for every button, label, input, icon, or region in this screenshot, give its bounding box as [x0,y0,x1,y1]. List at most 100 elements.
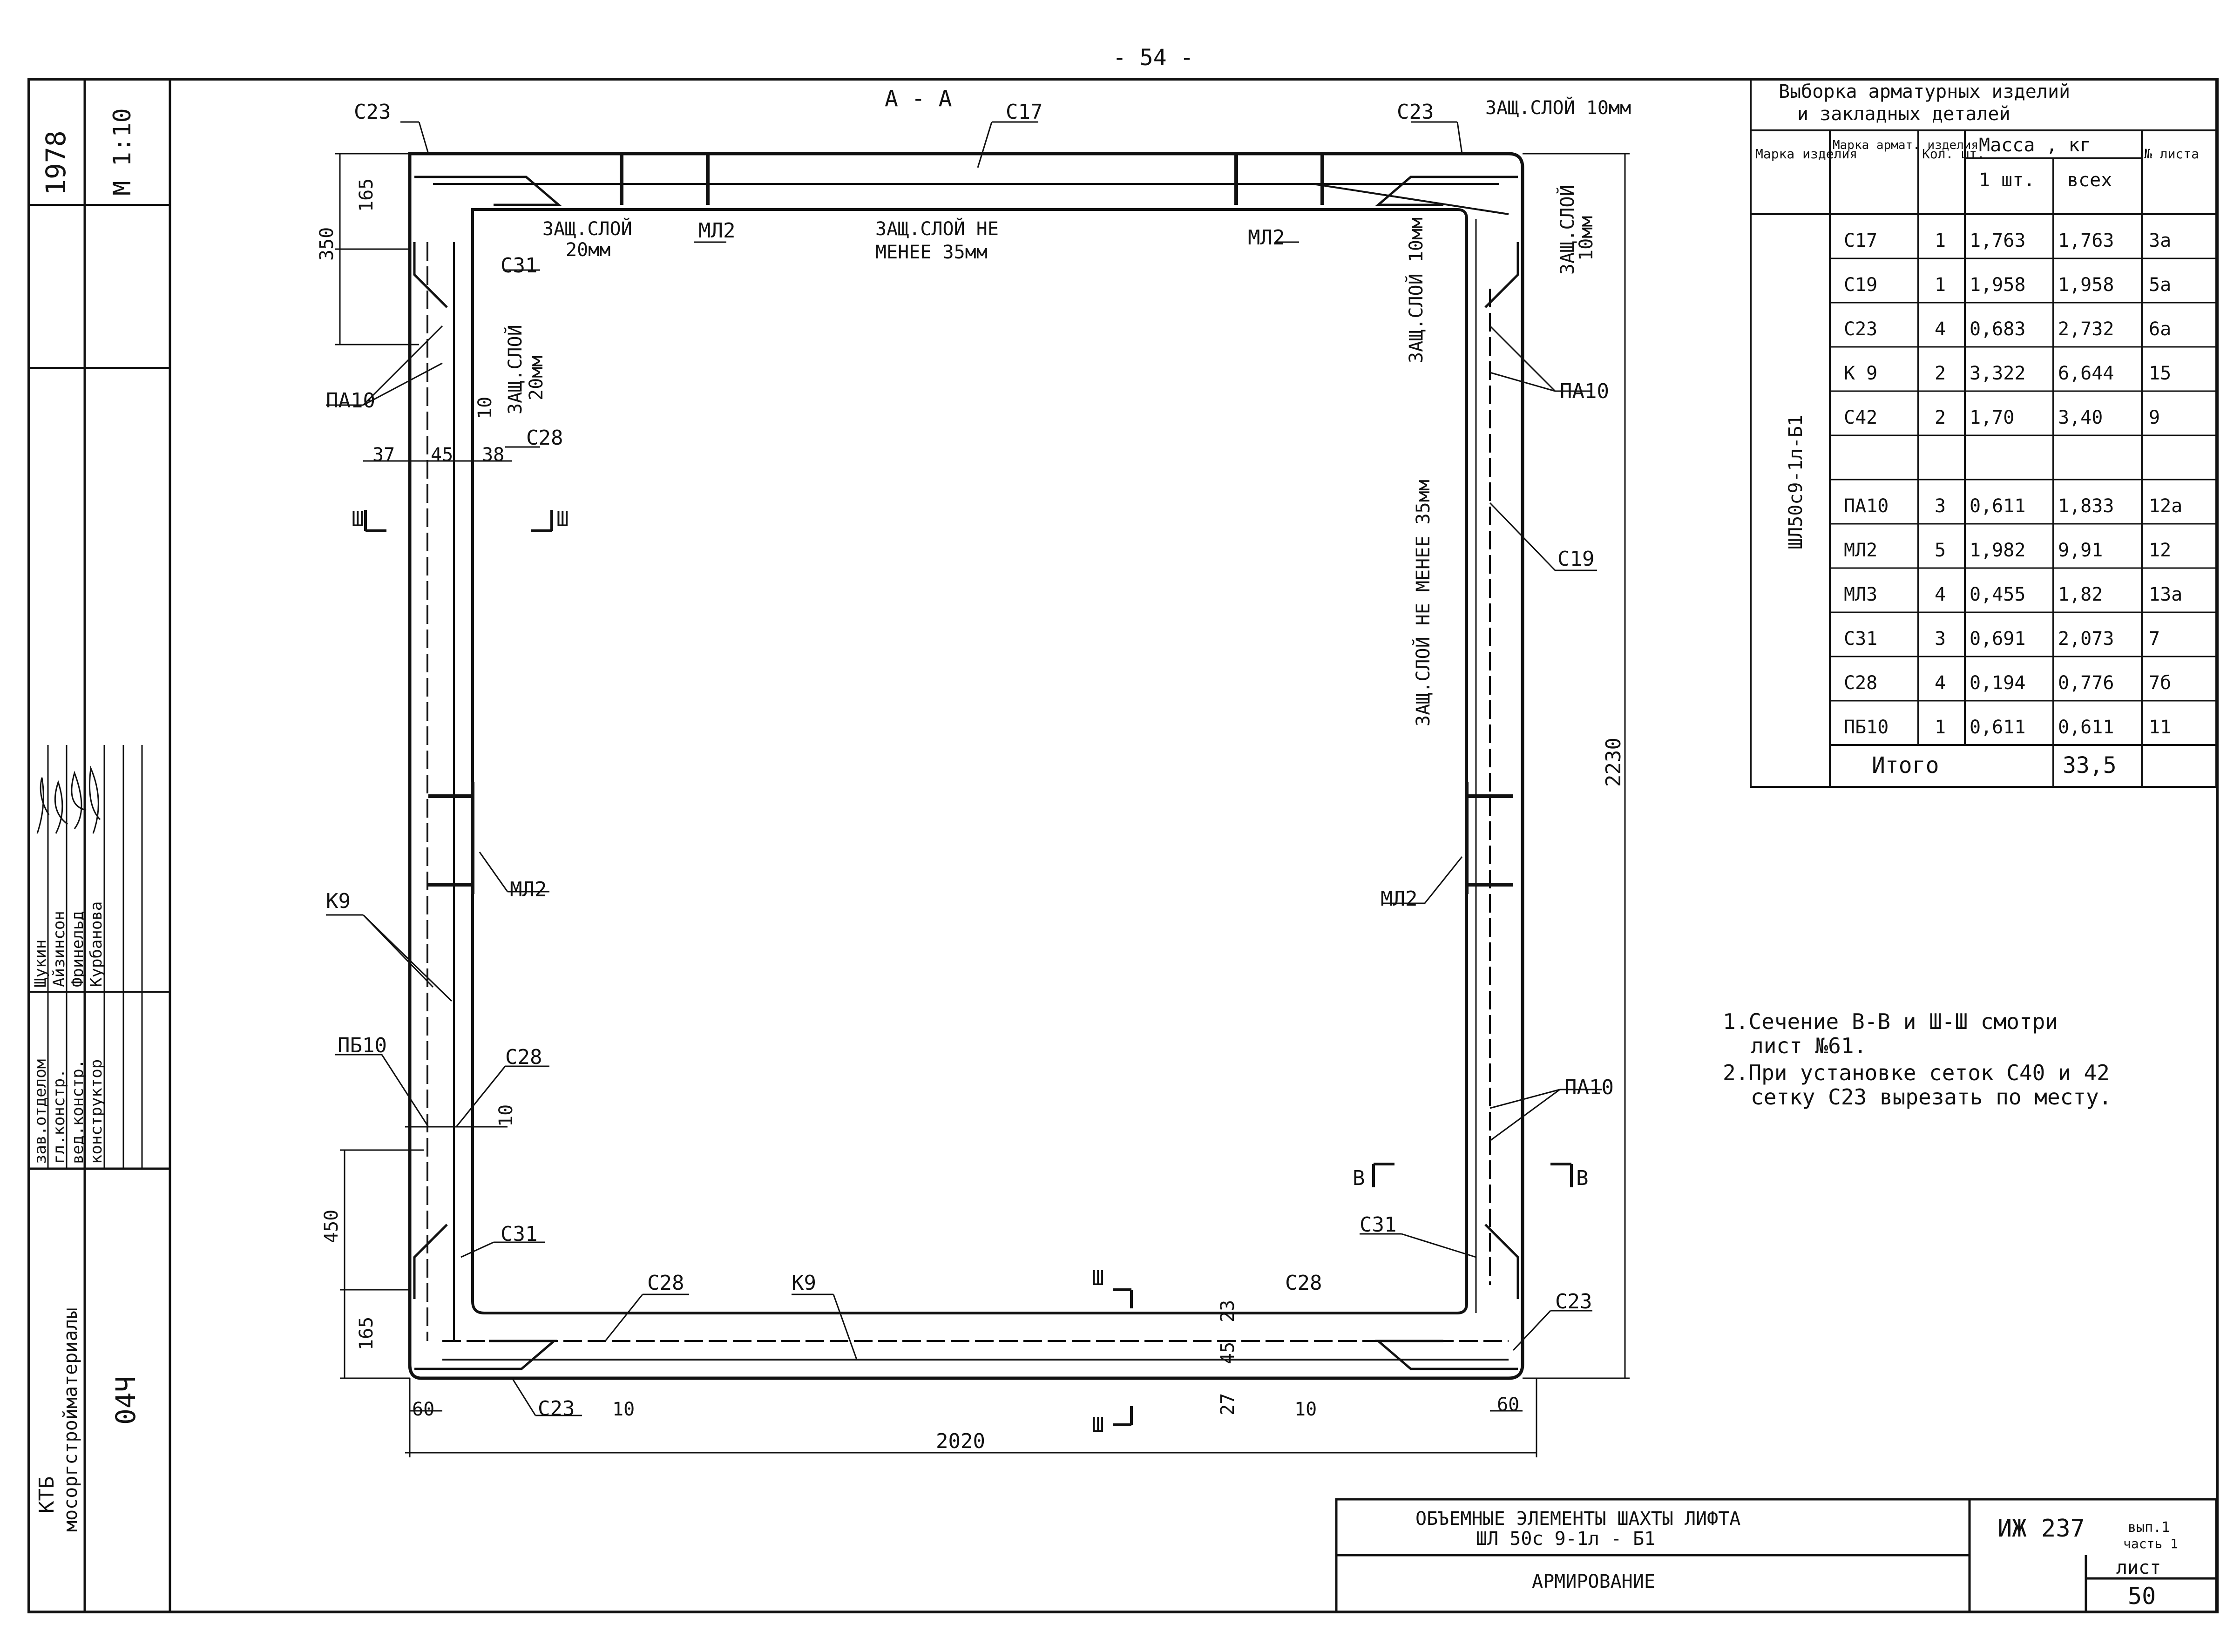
table-cell-one: 1,982 [1970,540,2025,561]
section-mark-iii-bottom: Ш [1092,1413,1104,1437]
table-header-mass: Масса , кг [1979,135,2091,156]
table-cell-mark: ПБ10 [1844,717,1889,738]
table-cell-all: 0,776 [2058,672,2114,694]
dim-60-right: 60 [1497,1394,1519,1415]
dim-10-top: 10 [474,397,496,419]
label-cover-35-a: ЗАЩ.СЛОЙ НЕ [875,217,999,240]
table-cell-all: 1,763 [2058,230,2114,251]
table-cell-sheet: 7 [2149,628,2160,650]
label-c23-top-left: С23 [354,100,391,124]
dim-38: 38 [482,444,504,466]
table-cell-sheet: 12 [2149,540,2171,561]
dim-60-left: 60 [412,1399,434,1420]
label-cover-10: ЗАЩ.СЛОЙ 10мм [1485,96,1631,119]
dim-45: 45 [431,444,453,466]
label-k9-bottom: К9 [792,1271,816,1295]
stamp-year: 1978 [40,130,72,196]
stamp-name-1: Щукин [31,940,50,987]
table-cell-all: 2,732 [2058,318,2114,340]
title-sheet-no: 50 [2128,1583,2156,1610]
table-header-mass-all: всех [2067,169,2112,191]
label-cover-10-vertical: ЗАЩ.СЛОЙ 10мм [1405,217,1427,363]
table-cell-qty: 2 [1935,363,1946,384]
table-cell-all: 1,82 [2058,584,2103,605]
table-cell-qty: 1 [1935,230,1946,251]
table-cell-qty: 1 [1935,274,1946,296]
table-cell-sheet: 12а [2149,495,2182,517]
label-cover-10-right-a: ЗАЩ.СЛОЙ [1556,185,1578,275]
stamp-role-4: конструктор [87,1059,106,1164]
table-cell-qty: 5 [1935,540,1946,561]
title-code: ИЖ 237 [1997,1515,2085,1543]
dim-2020: 2020 [936,1429,985,1453]
table-title-line2: и закладных деталей [1797,103,2010,125]
title-sheet-label: лист [2116,1557,2161,1578]
note-1-line2: лист №61. [1751,1033,1867,1058]
label-c31-bottom-left: С31 [501,1222,537,1246]
label-c28-bottom-left: С28 [647,1271,684,1295]
section-mark-iii-left: Ш [352,508,364,531]
section-mark-iii-right: Ш [556,508,569,531]
table-cell-all: 1,958 [2058,274,2114,296]
table-cell-sheet: 6а [2149,318,2171,340]
label-cover-20-b: 20мм [566,239,610,261]
table-cell-all: 0,611 [2058,717,2114,738]
table-row-lines [1830,257,2216,702]
table-cell-qty: 2 [1935,407,1946,428]
table-cell-one: 0,611 [1970,717,2025,738]
dim-10-bottom-right: 10 [1294,1399,1317,1420]
table-cell-one: 0,455 [1970,584,2025,605]
table-item-mark: ШЛ50с9-1л-Б1 [1785,415,1807,549]
table-cell-all: 2,073 [2058,628,2114,650]
title-name-line2: ШЛ 50с 9-1л - Б1 [1476,1528,1655,1550]
table-cell-qty: 4 [1935,318,1946,340]
label-ml2-left: МЛ2 [510,878,547,901]
dim-165-bottom: 165 [356,1317,377,1350]
table-cell-sheet: 3а [2149,230,2171,251]
section-mark-b-left: В [1353,1166,1365,1190]
table-cell-mark: С42 [1844,407,1877,428]
table-cell-one: 1,763 [1970,230,2025,251]
table-header-qty: Кол. шт. [1922,146,1985,162]
section-mark-iii-bottom-top: Ш [1092,1266,1104,1290]
stamp-org-code: 04Ч [110,1376,142,1425]
table-cell-one: 0,611 [1970,495,2025,517]
signatures [36,765,101,834]
label-pa10-lower: ПА10 [1564,1076,1614,1099]
label-cover-20-vertical-b: 20мм [526,356,547,400]
title-part: часть 1 [2123,1536,2178,1551]
table-header-mass-one: 1 шт. [1979,169,2035,191]
table-title-line1: Выборка арматурных изделий [1779,81,2070,102]
table-header-mark-rebar: Марка армат. изделия [1833,138,1978,152]
table-cell-one: 1,958 [1970,274,2025,296]
table-cell-mark: МЛ3 [1844,584,1877,605]
label-k9-left: К9 [326,889,351,913]
label-c28-top: С28 [526,426,563,450]
label-pb10: ПБ10 [338,1034,387,1057]
label-ml2-top-left: МЛ2 [698,219,735,243]
label-c23-top-right: С23 [1397,100,1434,124]
dim-37: 37 [372,444,395,466]
title-drawing: АРМИРОВАНИЕ [1532,1571,1655,1592]
stamp-org-line1: КТБ [35,1476,59,1513]
table-cell-mark: К 9 [1844,363,1877,384]
table-cell-mark: С19 [1844,274,1877,296]
table-total-label: Итого [1872,752,1939,779]
page-number: - 54 - [1113,45,1193,71]
label-ml2-top-right: МЛ2 [1248,226,1285,250]
table-cell-qty: 3 [1935,495,1946,517]
label-c28-mid: С28 [505,1045,542,1069]
label-c23-bottom-left: С23 [538,1397,575,1421]
dim-45-bottom: 45 [1217,1342,1239,1364]
dim-27: 27 [1217,1393,1239,1415]
title-issue: вып.1 [2128,1519,2170,1536]
label-cover-10-right-b: 10мм [1576,216,1597,261]
table-cell-mark: МЛ2 [1844,540,1877,561]
note-2-line1: 2.При установке сеток С40 и 42 [1723,1060,2110,1085]
table-cell-one: 1,70 [1970,407,2014,428]
table-cell-sheet: 13а [2149,584,2182,605]
dim-10-bottom: 10 [612,1399,635,1420]
table-cell-qty: 3 [1935,628,1946,650]
